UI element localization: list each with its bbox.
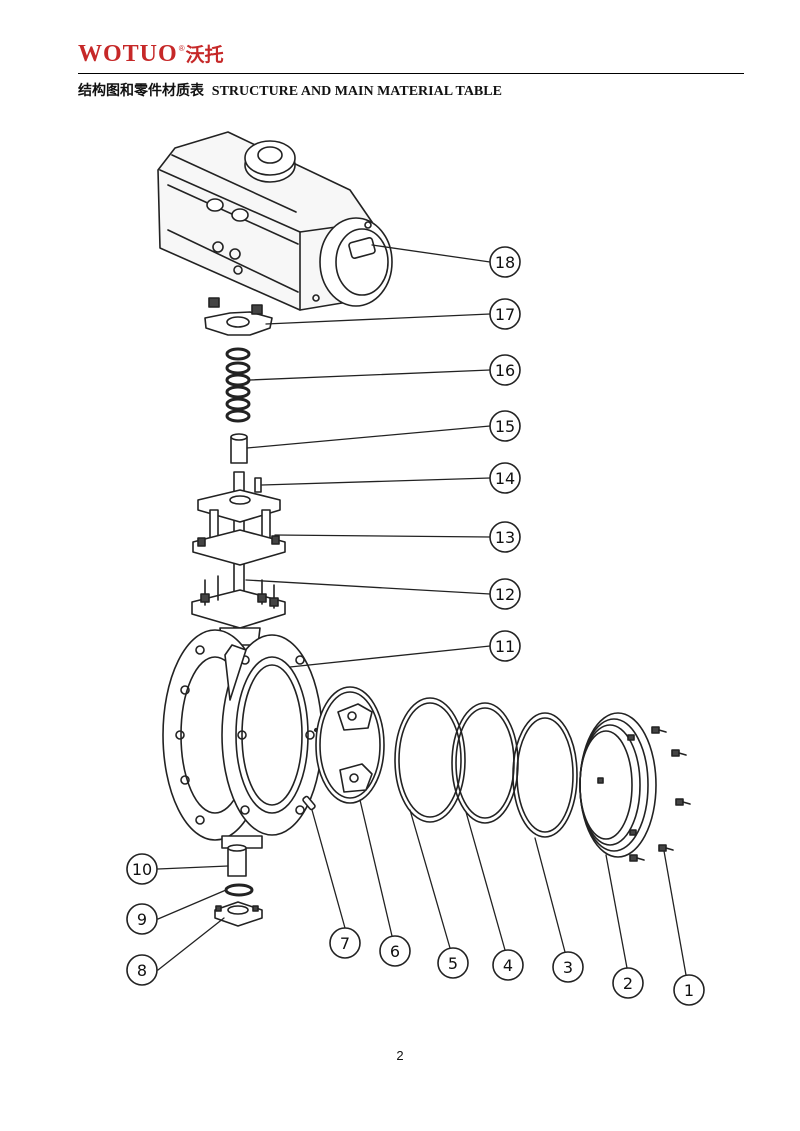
page-number: 2 [396, 1048, 404, 1063]
bottom-bushing [227, 844, 247, 877]
callout-12: 12 [489, 578, 521, 610]
callout-18: 18 [489, 246, 521, 278]
callout-1-label: 1 [684, 981, 694, 1000]
callout-15: 15 [489, 410, 521, 442]
seat-retainer [315, 686, 385, 804]
callout-8-label: 8 [137, 961, 147, 980]
callout-17-label: 17 [495, 305, 515, 324]
callout-4: 4 [492, 949, 524, 981]
callout-14-label: 14 [495, 469, 515, 488]
screws [629, 726, 691, 862]
callout-2: 2 [612, 967, 644, 999]
callout-16: 16 [489, 354, 521, 386]
callout-13-label: 13 [495, 528, 515, 547]
callout-3-label: 3 [563, 958, 573, 977]
callout-8: 8 [126, 954, 158, 986]
callout-6: 6 [379, 935, 411, 967]
brand-name-cn: 沃托 [185, 44, 224, 66]
brand-name-en: WOTUO [78, 41, 178, 67]
callout-11: 11 [489, 630, 521, 662]
seal-ring-4 [451, 702, 519, 824]
seal-ring-3 [512, 712, 578, 838]
callout-4-label: 4 [503, 956, 513, 975]
callout-12-label: 12 [495, 585, 515, 604]
bottom-cap [214, 901, 263, 927]
page-title-cn: 结构图和零件材质表 [78, 83, 204, 99]
brand-logo: WOTUO ® 沃托 [78, 40, 224, 68]
callout-10: 10 [126, 853, 158, 885]
callout-2-label: 2 [623, 974, 633, 993]
callout-6-label: 6 [390, 942, 400, 961]
callout-9: 9 [126, 903, 158, 935]
callout-1: 1 [673, 974, 705, 1006]
washer-stack [225, 347, 251, 423]
leader-lines [157, 244, 687, 976]
bushing [230, 433, 248, 464]
stem-and-bonnet [191, 471, 286, 646]
callout-14: 14 [489, 462, 521, 494]
page-title: 结构图和零件材质表 STRUCTURE AND MAIN MATERIAL TA… [78, 80, 502, 100]
callout-3: 3 [552, 951, 584, 983]
callout-11-label: 11 [495, 637, 515, 656]
callout-5-label: 5 [448, 954, 458, 973]
callout-7-label: 7 [340, 934, 350, 953]
callout-15-label: 15 [495, 417, 515, 436]
callout-5: 5 [437, 947, 469, 979]
callout-7: 7 [329, 927, 361, 959]
callout-17: 17 [489, 298, 521, 330]
callout-9-label: 9 [137, 910, 147, 929]
bottom-washer [224, 883, 254, 897]
valve-body [162, 629, 323, 849]
seal-ring-5 [394, 697, 466, 823]
callout-16-label: 16 [495, 361, 515, 380]
registered-mark: ® [178, 44, 185, 53]
callout-18-label: 18 [495, 253, 515, 272]
callout-13: 13 [489, 521, 521, 553]
mounting-bracket [204, 297, 273, 336]
page-title-en: STRUCTURE AND MAIN MATERIAL TABLE [211, 84, 502, 99]
pressure-ring [579, 712, 657, 858]
header-rule [78, 73, 744, 74]
callout-10-label: 10 [132, 860, 152, 879]
pneumatic-actuator [157, 131, 393, 311]
